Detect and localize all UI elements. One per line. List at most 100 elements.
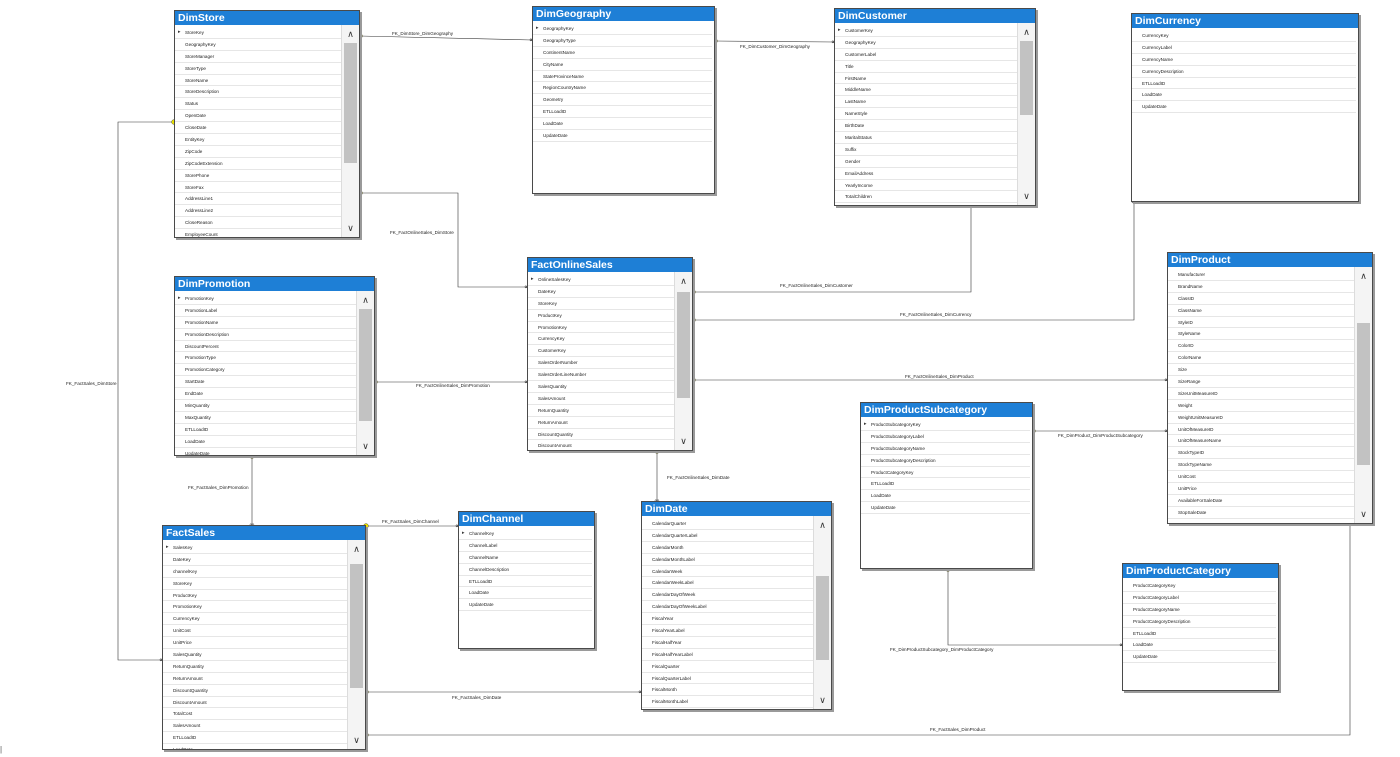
column-row[interactable]: ReturnQuantity bbox=[163, 661, 348, 673]
column-row[interactable]: FirstName bbox=[835, 73, 1018, 85]
table-title[interactable]: FactOnlineSales bbox=[528, 258, 692, 272]
table-dimproductsubcategory[interactable]: DimProductSubcategoryProductSubcategoryK… bbox=[860, 402, 1033, 569]
relationship-line[interactable] bbox=[947, 569, 1122, 646]
column-row[interactable]: Status bbox=[1168, 519, 1355, 523]
column-row[interactable]: ChannelLabel bbox=[459, 540, 592, 552]
column-row[interactable]: LoadDate bbox=[861, 490, 1030, 503]
vertical-scrollbar[interactable]: ∧∨ bbox=[1017, 23, 1035, 205]
chevron-down-icon[interactable]: ∨ bbox=[1023, 191, 1030, 201]
column-row[interactable]: StockTypeID bbox=[1168, 447, 1355, 460]
column-row[interactable]: UpdateDate bbox=[175, 448, 357, 455]
column-row[interactable]: StoreKey bbox=[175, 27, 342, 39]
column-row[interactable]: MaxQuantity bbox=[175, 412, 357, 424]
column-row[interactable]: EndDate bbox=[175, 388, 357, 401]
column-row[interactable]: EmployeeCount bbox=[175, 229, 342, 237]
scrollbar-thumb[interactable] bbox=[816, 576, 829, 660]
column-row[interactable]: ProductSubcategoryKey bbox=[861, 419, 1030, 431]
column-row[interactable]: LastName bbox=[835, 96, 1018, 109]
column-row[interactable]: StoreKey bbox=[163, 578, 348, 590]
column-row[interactable]: SalesAmount bbox=[528, 393, 675, 405]
column-row[interactable]: DiscountAmount bbox=[163, 697, 348, 709]
column-row[interactable]: LoadDate bbox=[175, 436, 357, 448]
relationship-r2[interactable]: ∞FK_DimCustomer_DimGeography bbox=[712, 38, 837, 49]
column-row[interactable]: GeographyKey bbox=[533, 23, 712, 35]
column-row[interactable]: UnitCost bbox=[1168, 471, 1355, 484]
column-row[interactable]: Gender bbox=[835, 156, 1018, 168]
column-row[interactable]: PromotionKey bbox=[528, 322, 675, 334]
chevron-down-icon[interactable]: ∨ bbox=[680, 436, 687, 446]
scrollbar-thumb[interactable] bbox=[359, 309, 372, 421]
column-row[interactable]: ProductSubcategoryLabel bbox=[861, 431, 1030, 443]
column-row[interactable]: SalesOrderNumber bbox=[528, 357, 675, 370]
scrollbar-thumb[interactable] bbox=[677, 292, 690, 398]
relationship-r7[interactable]: ∞FK_FactOnlineSales_DimProduct bbox=[690, 374, 1170, 384]
column-row[interactable]: Geometry bbox=[533, 94, 712, 107]
column-row[interactable]: CalendarQuarterLabel bbox=[642, 530, 814, 542]
chevron-down-icon[interactable]: ∨ bbox=[347, 223, 354, 233]
column-row[interactable]: ChannelDescription bbox=[459, 564, 592, 576]
table-dimpromotion[interactable]: DimPromotionPromotionKeyPromotionLabelPr… bbox=[174, 276, 375, 456]
column-row[interactable]: Manufacturer bbox=[1168, 269, 1355, 281]
chevron-up-icon[interactable]: ∧ bbox=[680, 276, 687, 286]
column-row[interactable]: FiscalYearLabel bbox=[642, 625, 814, 637]
column-row[interactable]: UpdateDate bbox=[1123, 651, 1276, 664]
column-row[interactable]: CityName bbox=[533, 59, 712, 71]
column-row[interactable]: LoadDate bbox=[1123, 639, 1276, 652]
column-row[interactable]: LoadDate bbox=[163, 744, 348, 749]
column-row[interactable]: StartDate bbox=[175, 376, 357, 389]
table-dimcustomer[interactable]: DimCustomerCustomerKeyGeographyKeyCustom… bbox=[834, 8, 1036, 206]
table-factsales[interactable]: FactSalesSalesKeyDateKeychannelKeyStoreK… bbox=[162, 525, 366, 750]
column-row[interactable]: OpenDate bbox=[175, 110, 342, 123]
column-row[interactable]: CalendarDayOfWeek bbox=[642, 589, 814, 602]
column-row[interactable]: ETLLoadID bbox=[861, 478, 1030, 491]
column-row[interactable]: ChannelName bbox=[459, 552, 592, 564]
table-dimgeography[interactable]: DimGeographyGeographyKeyGeographyTypeCon… bbox=[532, 6, 715, 194]
chevron-up-icon[interactable]: ∧ bbox=[1023, 27, 1030, 37]
column-row[interactable]: UnitCost bbox=[163, 625, 348, 638]
column-row[interactable]: PromotionKey bbox=[163, 601, 348, 614]
vertical-scrollbar[interactable]: ∧∨ bbox=[341, 25, 359, 237]
column-row[interactable]: SizeRange bbox=[1168, 376, 1355, 388]
vertical-scrollbar[interactable]: ∧∨ bbox=[356, 291, 374, 455]
column-row[interactable]: BrandName bbox=[1168, 281, 1355, 293]
table-title[interactable]: DimDate bbox=[642, 502, 831, 516]
column-row[interactable]: GeographyKey bbox=[175, 39, 342, 51]
column-row[interactable]: MiddleName bbox=[835, 84, 1018, 97]
column-row[interactable]: StockTypeName bbox=[1168, 459, 1355, 472]
column-row[interactable]: FiscalMonth bbox=[642, 684, 814, 697]
table-factonlinesales[interactable]: FactOnlineSalesOnlineSalesKeyDateKeyStor… bbox=[527, 257, 693, 451]
column-row[interactable]: StateProvinceName bbox=[533, 71, 712, 83]
column-row[interactable]: YearlyIncome bbox=[835, 180, 1018, 192]
column-row[interactable]: ChannelKey bbox=[459, 528, 592, 540]
column-row[interactable]: GeographyType bbox=[533, 35, 712, 47]
table-title[interactable]: DimProductSubcategory bbox=[861, 403, 1032, 417]
column-row[interactable]: ProductCategoryName bbox=[1123, 604, 1276, 616]
column-row[interactable]: StoreDescription bbox=[175, 86, 342, 99]
chevron-up-icon[interactable]: ∧ bbox=[819, 520, 826, 530]
relationship-r4[interactable]: ∞FK_FactOnlineSales_DimCustomer bbox=[690, 202, 974, 295]
column-row[interactable]: SalesOrderLineNumber bbox=[528, 369, 675, 382]
column-row[interactable]: AvailableForSaleDate bbox=[1168, 495, 1355, 507]
column-row[interactable]: ProductCategoryKey bbox=[1123, 580, 1276, 592]
column-row[interactable]: UpdateDate bbox=[459, 599, 592, 612]
column-row[interactable]: Size bbox=[1168, 364, 1355, 377]
column-row[interactable]: UnitPrice bbox=[163, 637, 348, 650]
column-row[interactable]: WeightUnitMeasureID bbox=[1168, 412, 1355, 424]
column-row[interactable]: ETLLoadID bbox=[175, 424, 357, 436]
relationship-line[interactable] bbox=[714, 40, 835, 43]
relationship-r9[interactable]: ∞FK_FactSales_DimPromotion bbox=[188, 453, 255, 529]
column-row[interactable]: ProductSubcategoryDescription bbox=[861, 455, 1030, 467]
column-row[interactable]: SalesKey bbox=[163, 542, 348, 554]
column-row[interactable]: UpdateDate bbox=[1132, 101, 1356, 114]
column-row[interactable]: PromotionType bbox=[175, 352, 357, 365]
scrollbar-thumb[interactable] bbox=[344, 43, 357, 163]
chevron-down-icon[interactable]: ∨ bbox=[1360, 509, 1367, 519]
column-row[interactable]: FiscalHalfYear bbox=[642, 637, 814, 649]
column-row[interactable]: UnitOfMeasureID bbox=[1168, 424, 1355, 436]
column-row[interactable]: CurrencyKey bbox=[1132, 30, 1356, 42]
column-row[interactable]: ETLLoadID bbox=[459, 576, 592, 588]
column-row[interactable]: StoreManager bbox=[175, 51, 342, 63]
table-dimchannel[interactable]: DimChannelChannelKeyChannelLabelChannelN… bbox=[458, 511, 595, 649]
column-row[interactable]: CalendarDayOfWeekLabel bbox=[642, 601, 814, 614]
